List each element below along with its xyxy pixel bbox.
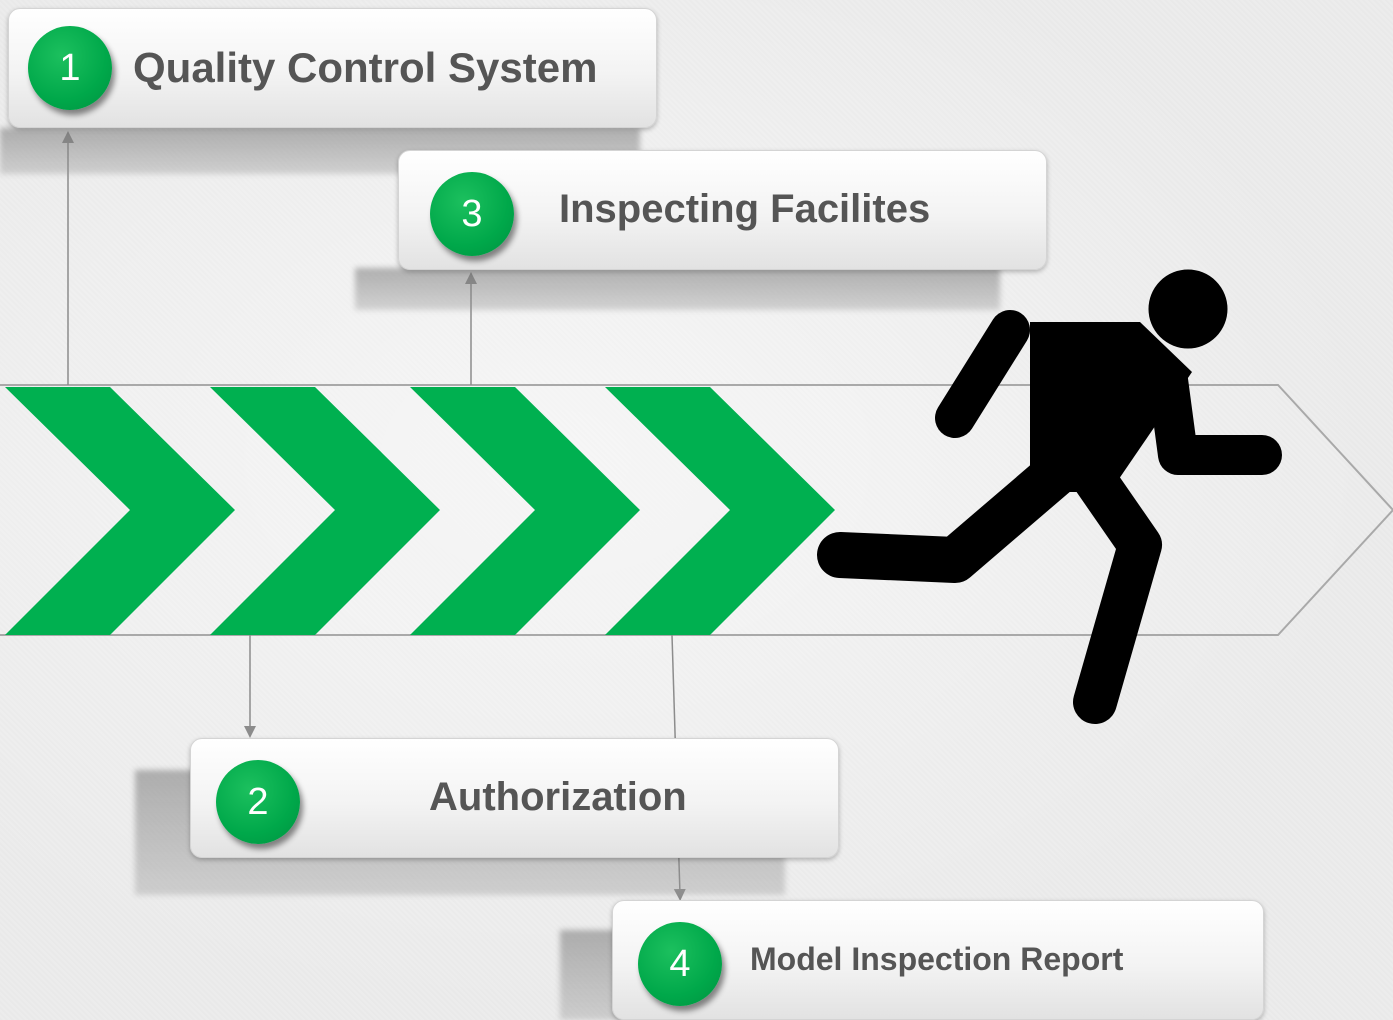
step-1-label: Quality Control System (133, 44, 598, 91)
step-4-badge: 4 (638, 922, 722, 1006)
step-2-label: Authorization (429, 775, 687, 819)
chevron-arrow-icon (5, 387, 235, 635)
running-man-icon (817, 269, 1282, 724)
chevron-arrow-icon (605, 387, 835, 635)
step-4-label: Model Inspection Report (750, 941, 1124, 977)
chevron-arrow-icon (410, 387, 640, 635)
chevron-arrow-icon (210, 387, 440, 635)
step-3-shadow (355, 268, 1000, 310)
step-4-box: Model Inspection Report (612, 900, 1264, 1020)
step-1-badge: 1 (28, 26, 112, 110)
step-1-box: Quality Control System (8, 8, 657, 128)
step-3-badge: 3 (430, 172, 514, 256)
step-2-badge: 2 (216, 760, 300, 844)
step-3-label: Inspecting Facilites (559, 187, 931, 231)
